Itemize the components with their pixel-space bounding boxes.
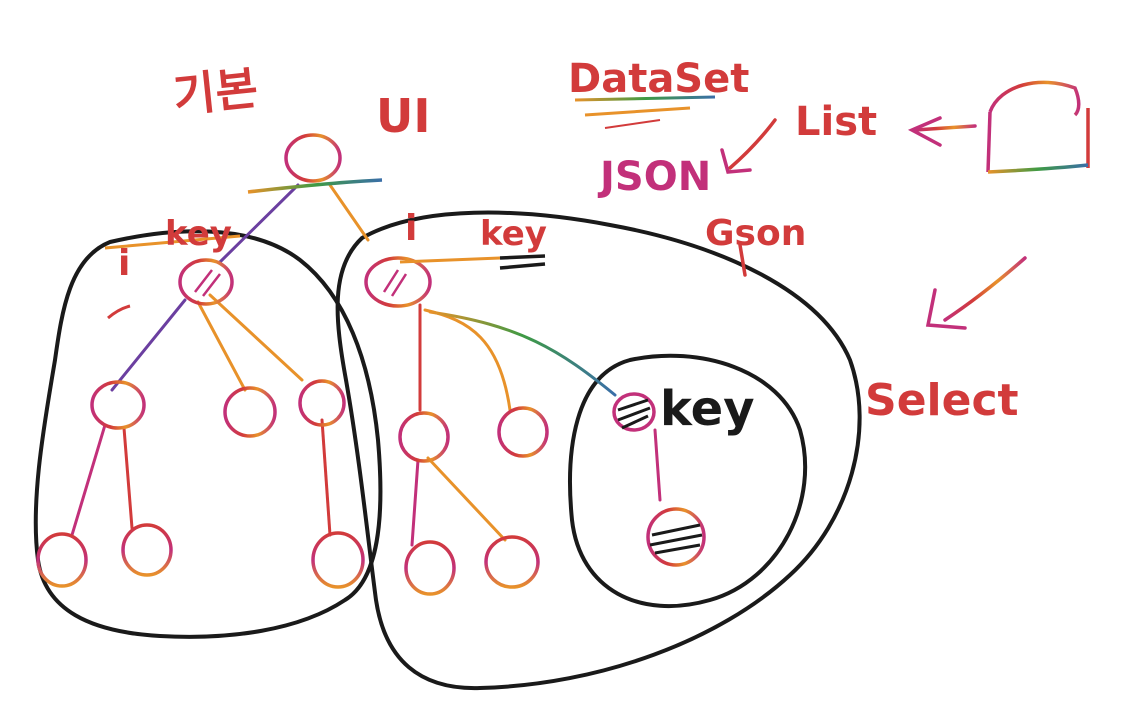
selected-key-node xyxy=(612,392,656,432)
right-subtree-nodes xyxy=(364,256,706,596)
select-label: Select xyxy=(865,375,1019,426)
right-key-label: key xyxy=(480,214,547,254)
left-tree-edges xyxy=(70,183,332,537)
left-i-label: i xyxy=(118,243,130,284)
right-child-node-1 xyxy=(398,411,450,463)
json-label: JSON xyxy=(597,154,711,200)
right-leaf-node-1 xyxy=(404,540,456,596)
key-marks xyxy=(104,234,546,320)
ui-label: UI xyxy=(376,89,430,143)
left-key-label: key xyxy=(165,214,232,254)
left-child-node-1 xyxy=(90,380,146,430)
gson-label: Gson xyxy=(705,213,806,254)
dataset-underlines xyxy=(574,95,716,129)
db-to-list-arrow xyxy=(913,124,977,132)
root-node xyxy=(247,133,383,194)
gson-line xyxy=(738,243,747,277)
left-leaf-node-2 xyxy=(121,523,173,577)
right-leaf-node-2 xyxy=(484,535,540,589)
select-arrow xyxy=(943,256,1027,322)
select-circle-outline xyxy=(568,353,808,609)
left-group-outline xyxy=(33,229,383,639)
right-i-label: i xyxy=(405,208,417,249)
right-subroot-node xyxy=(364,256,432,308)
basic-label: 기본 xyxy=(171,60,261,123)
left-leaf-node-3 xyxy=(311,531,365,589)
left-child-node-2 xyxy=(223,386,277,438)
left-subroot-node xyxy=(178,258,234,306)
database-icon xyxy=(986,80,1090,174)
arrows xyxy=(720,116,1027,330)
list-label: List xyxy=(795,99,877,145)
inner-key-label: key xyxy=(660,381,754,437)
left-leaf-node-1 xyxy=(36,532,88,588)
list-to-json-arrow xyxy=(728,118,777,170)
left-child-node-3 xyxy=(298,379,346,427)
left-subtree-nodes xyxy=(36,258,365,589)
dataset-label: DataSet xyxy=(568,56,749,102)
right-group-outline xyxy=(335,210,862,691)
right-tree-edges xyxy=(328,183,662,547)
right-child-node-2 xyxy=(497,406,549,458)
selected-child-node xyxy=(646,507,706,567)
